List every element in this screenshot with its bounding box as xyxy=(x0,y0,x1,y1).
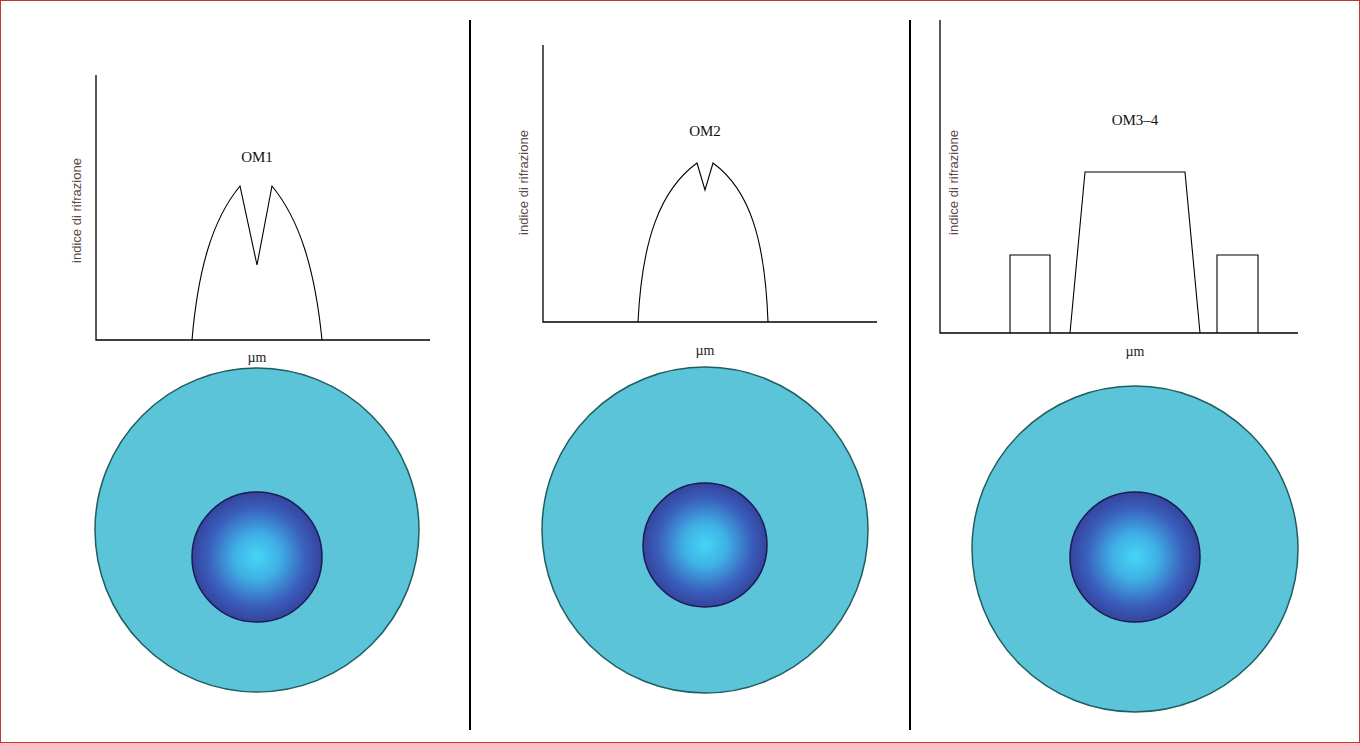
curve-label: OM1 xyxy=(241,149,273,166)
axis-unit: µm xyxy=(1126,344,1145,360)
axes xyxy=(96,20,1298,340)
axis-label: indice di rifrazione xyxy=(946,130,961,235)
axis-unit: µm xyxy=(696,343,715,359)
divider xyxy=(469,20,471,730)
divider xyxy=(909,20,911,730)
index-profile xyxy=(192,163,1258,340)
curve-label: OM2 xyxy=(689,123,721,140)
curve-label: OM3–4 xyxy=(1112,112,1159,129)
fiber-cross-section xyxy=(95,367,1298,712)
axis-label: indice di rifrazione xyxy=(516,130,531,235)
axis-unit: µm xyxy=(248,350,267,366)
axis-label: indice di rifrazione xyxy=(69,158,84,263)
